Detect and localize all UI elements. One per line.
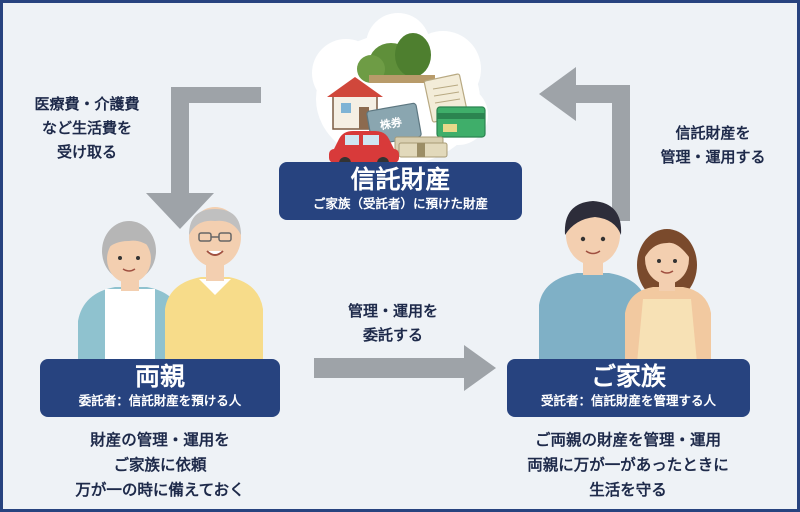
cash-bundle-icon (394, 136, 448, 158)
family-title: ご家族 (590, 362, 666, 391)
arrow-middle-line: 管理・運用を (347, 302, 438, 320)
arrow-to-trust (539, 67, 630, 221)
car-icon (329, 131, 399, 169)
grandfather-figure (165, 207, 263, 363)
arrow-right-caption: 信託財産を 管理・運用する (633, 121, 793, 169)
parents-label: 両親 委託者：信託財産を預ける人 (40, 359, 280, 417)
arrow-to-family (314, 345, 496, 391)
illustration-layer: 株券 (78, 13, 711, 391)
parents-title: 両親 (134, 362, 185, 391)
trust-property-illustration: 株券 (312, 13, 488, 169)
parents-illustration (78, 207, 263, 363)
bank-card-icon (436, 106, 486, 138)
arrow-right-line: 信託財産を (675, 124, 751, 142)
arrow-right-line: 管理・運用する (660, 148, 766, 166)
arrow-left-line: など生活費を (41, 119, 132, 137)
family-description-line: 両親に万が一があったときに (527, 456, 729, 474)
stock-certificate-label: 株券 (379, 115, 404, 133)
arrow-middle-line: 委託する (362, 326, 423, 344)
family-description-line: 生活を守る (589, 481, 667, 499)
family-subtitle: 受託者：信託財産を管理する人 (540, 393, 716, 408)
parents-description-line: ご家族に依頼 (113, 456, 207, 474)
arrow-left-caption: 医療費・介護費 など生活費を 受け取る (7, 92, 167, 164)
arrow-left-line: 医療費・介護費 (34, 95, 140, 113)
parents-description: 財産の管理・運用を ご家族に依頼 万が一の時に備えておく (20, 428, 300, 503)
arrow-left-line: 受け取る (56, 143, 117, 161)
parents-subtitle: 委託者：信託財産を預ける人 (78, 393, 242, 408)
arrow-middle-caption: 管理・運用を 委託する (313, 299, 473, 347)
family-description: ご両親の財産を管理・運用 両親に万が一があったときに 生活を守る (473, 428, 783, 503)
family-description-line: ご両親の財産を管理・運用 (534, 431, 721, 449)
grandmother-figure (78, 221, 183, 363)
trust-property-subtitle: ご家族（受託者）に預けた財産 (312, 196, 488, 211)
son-figure (539, 201, 647, 363)
family-label: ご家族 受託者：信託財産を管理する人 (507, 359, 750, 417)
trust-property-label: 信託財産 ご家族（受託者）に預けた財産 (279, 162, 522, 220)
arrow-to-parents (146, 87, 261, 229)
trust-property-title: 信託財産 (350, 165, 451, 194)
family-illustration (539, 201, 711, 363)
parents-description-line: 万が一の時に備えておく (75, 481, 245, 499)
daughter-figure (625, 229, 711, 363)
parents-description-line: 財産の管理・運用を (90, 431, 230, 449)
forest-icon (357, 33, 435, 83)
